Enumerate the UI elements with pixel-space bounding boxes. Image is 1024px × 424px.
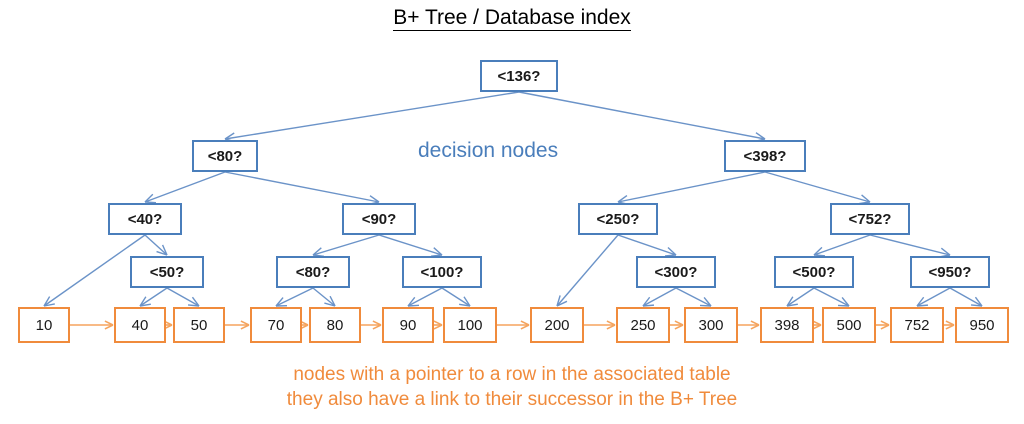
tree-edge-d80-d90 [224, 171, 380, 206]
decision-node-label: <90? [361, 210, 397, 228]
leaf-node-l398[interactable]: 398 [760, 307, 814, 343]
tree-edge-d136-d398 [518, 91, 766, 143]
tree-edge-d950-l950 [949, 287, 983, 307]
tree-edge-d250-d300 [617, 234, 677, 257]
tree-edge-d80b-l80 [312, 287, 336, 307]
decision-node-label: <136? [497, 67, 541, 85]
leaf-node-l300[interactable]: 300 [684, 307, 738, 343]
leaf-nodes-caption: nodes with a pointer to a row in the ass… [0, 362, 1024, 412]
decision-nodes-label: decision nodes [418, 139, 559, 162]
tree-edge-d300-l250 [642, 287, 677, 307]
tree-edge-d50-l40 [139, 287, 168, 307]
decision-node-d80[interactable]: <80? [192, 140, 258, 172]
leaf-node-label: 950 [969, 316, 995, 334]
decision-node-label: <300? [654, 263, 698, 281]
decision-node-label: <500? [792, 263, 836, 281]
leaf-node-label: 40 [131, 316, 149, 334]
leaf-link-l80-l90 [361, 320, 382, 330]
tree-edge-d500-l500 [813, 287, 850, 307]
leaf-node-l950[interactable]: 950 [955, 307, 1009, 343]
tree-edge-d752-d950 [869, 234, 951, 258]
tree-edge-d398-d250 [617, 171, 766, 206]
decision-node-d300[interactable]: <300? [636, 256, 716, 288]
leaf-node-label: 100 [457, 316, 483, 334]
leaf-node-l752[interactable]: 752 [890, 307, 944, 343]
decision-node-d250[interactable]: <250? [578, 203, 658, 235]
leaf-node-l40[interactable]: 40 [114, 307, 166, 343]
decision-node-label: <250? [596, 210, 640, 228]
tree-edge-d100-l90 [407, 287, 443, 307]
decision-node-label: <100? [420, 263, 464, 281]
leaf-node-l70[interactable]: 70 [250, 307, 302, 343]
leaf-link-l500-l752 [876, 320, 890, 330]
leaf-link-l10-l40 [70, 320, 114, 330]
leaf-node-label: 80 [326, 316, 344, 334]
leaf-node-label: 300 [698, 316, 724, 334]
leaf-node-l100[interactable]: 100 [443, 307, 497, 343]
leaf-node-label: 398 [774, 316, 800, 334]
leaf-node-l10[interactable]: 10 [18, 307, 70, 343]
leaf-node-label: 250 [630, 316, 656, 334]
decision-node-d398[interactable]: <398? [724, 140, 806, 172]
leaf-node-l50[interactable]: 50 [173, 307, 225, 343]
leaf-node-label: 90 [399, 316, 417, 334]
leaf-node-l80[interactable]: 80 [309, 307, 361, 343]
leaf-node-l250[interactable]: 250 [616, 307, 670, 343]
leaf-link-l250-l300 [670, 320, 684, 330]
tree-edge-d500-l398 [786, 287, 815, 307]
decision-node-d136[interactable]: <136? [480, 60, 558, 92]
decision-node-d80b[interactable]: <80? [276, 256, 350, 288]
tree-edge-d80b-l70 [275, 287, 314, 307]
decision-node-label: <50? [149, 263, 185, 281]
leaf-node-label: 500 [836, 316, 862, 334]
leaf-node-l500[interactable]: 500 [822, 307, 876, 343]
leaf-node-l200[interactable]: 200 [530, 307, 584, 343]
leaf-link-l200-l250 [584, 320, 616, 330]
decision-node-d90[interactable]: <90? [342, 203, 416, 235]
decision-node-d500[interactable]: <500? [774, 256, 854, 288]
decision-node-d100[interactable]: <100? [402, 256, 482, 288]
tree-edge-d136-d80 [224, 91, 520, 143]
tree-edge-d40-d50 [144, 234, 168, 256]
decision-node-d950[interactable]: <950? [910, 256, 990, 288]
decision-node-label: <950? [928, 263, 972, 281]
tree-edge-d50-l50 [166, 287, 200, 307]
page-title-text: B+ Tree / Database index [393, 6, 631, 31]
tree-edge-d250-l200 [556, 234, 619, 307]
leaf-link-l50-l70 [225, 320, 250, 330]
decision-node-d50[interactable]: <50? [130, 256, 204, 288]
decision-node-label: <40? [127, 210, 163, 228]
leaf-node-label: 50 [190, 316, 208, 334]
decision-node-d40[interactable]: <40? [108, 203, 182, 235]
leaf-node-label: 752 [904, 316, 930, 334]
tree-edge-d300-l300 [675, 287, 712, 307]
leaf-link-l90-l100 [433, 320, 443, 330]
decision-node-label: <80? [295, 263, 331, 281]
leaf-node-l90[interactable]: 90 [382, 307, 434, 343]
tree-edge-d80-d40 [144, 171, 226, 204]
leaf-link-l100-l200 [497, 320, 530, 330]
page-title: B+ Tree / Database index [0, 6, 1024, 31]
caption-line-2: they also have a link to their successor… [286, 389, 738, 410]
tree-edge-d752-d500 [813, 234, 871, 257]
caption-line-1: nodes with a pointer to a row in the ass… [293, 364, 731, 385]
leaf-node-label: 200 [544, 316, 570, 334]
decision-node-label: <80? [207, 147, 243, 165]
decision-node-d752[interactable]: <752? [830, 203, 910, 235]
leaf-link-l300-l398 [738, 320, 760, 330]
leaf-link-l752-l950 [944, 320, 955, 330]
tree-edge-d90-d100 [378, 234, 443, 257]
decision-node-label: <752? [848, 210, 892, 228]
leaf-link-l398-l500 [812, 320, 822, 330]
leaf-node-label: 10 [35, 316, 53, 334]
tree-edge-d950-l752 [916, 287, 951, 307]
tree-edge-d398-d752 [764, 171, 871, 205]
tree-edge-d90-d80b [312, 234, 380, 258]
leaf-node-label: 70 [267, 316, 285, 334]
decision-node-label: <398? [743, 147, 787, 165]
tree-edge-d100-l100 [441, 287, 471, 307]
